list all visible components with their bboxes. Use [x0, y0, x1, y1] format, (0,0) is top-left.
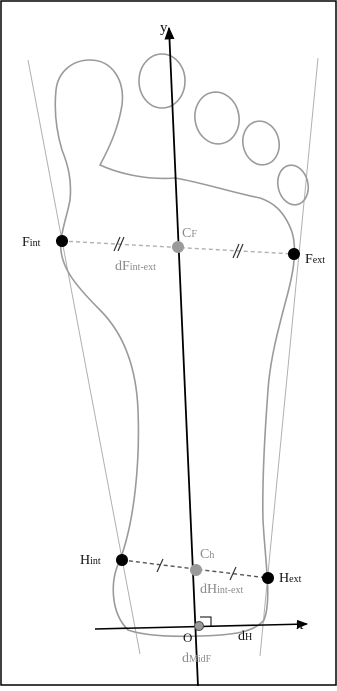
toe-4 [242, 120, 280, 166]
d-midf-label: dMidF [182, 651, 212, 666]
x-axis-label: x [296, 617, 304, 633]
toe-5 [276, 164, 310, 206]
external-tangent-line [259, 57, 319, 657]
y-axis-label: y [160, 20, 168, 36]
ch-label: Ch [200, 547, 214, 562]
ch-point [190, 564, 202, 576]
h-int-point [116, 554, 128, 566]
y-axis [164, 26, 199, 687]
toe-2 [138, 53, 186, 109]
h-ext-label: Hext [279, 571, 302, 586]
h-ext-point [262, 572, 274, 584]
f-int-label: Fint [22, 235, 41, 250]
toe-3 [194, 91, 240, 145]
foot-outline [54, 59, 296, 638]
cf-label: CF [182, 226, 197, 241]
d-h-label: dH [238, 629, 252, 644]
f-ext-label: Fext [305, 252, 325, 267]
cf-point [172, 241, 184, 253]
forefoot-equal-ticks [113, 236, 244, 259]
h-int-label: Hint [80, 553, 101, 568]
heel-equal-ticks [156, 558, 237, 581]
forefoot-width-line [61, 240, 295, 255]
f-ext-point [288, 248, 300, 260]
origin-point [194, 621, 204, 631]
origin-label: O [183, 630, 192, 645]
right-angle-marker [200, 616, 212, 627]
d-f-int-ext-label: dFint-ext [115, 259, 156, 274]
d-h-int-ext-label: dHint-ext [200, 582, 243, 597]
f-int-point [56, 235, 68, 247]
